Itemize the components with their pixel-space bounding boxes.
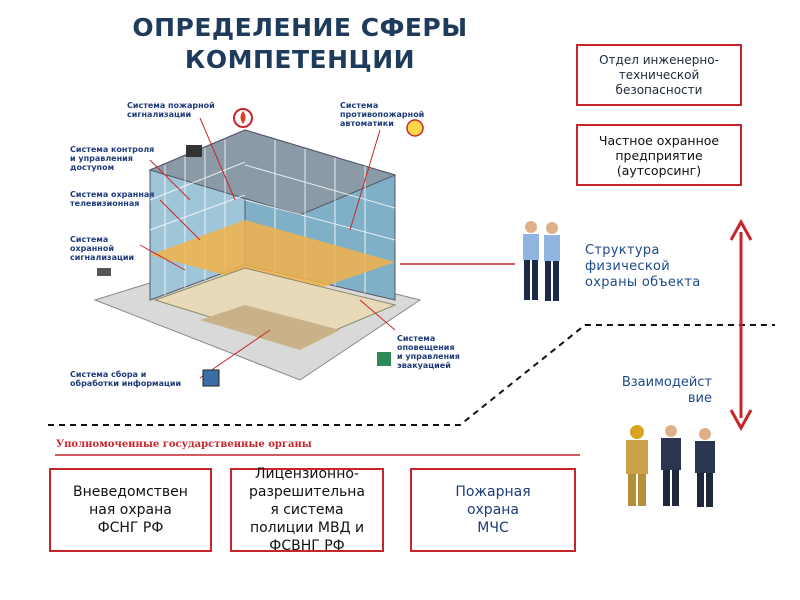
title-line-2: КОМПЕТЕНЦИИ — [184, 45, 416, 74]
camera-icon — [97, 268, 111, 276]
label-evacuation-line4: эвакуацией — [397, 361, 451, 370]
label-evacuation-line3: и управления — [397, 352, 460, 361]
label-security-alarm: Система охранной сигнализации — [70, 235, 134, 262]
interaction-label: Взаимодейст вие — [590, 375, 712, 407]
label-fire-automation: Система противопожарной автоматики — [340, 101, 424, 128]
physical-guard-line1: Структура — [585, 243, 660, 258]
building-illustration — [93, 108, 424, 387]
label-evacuation-line1: Система — [397, 334, 436, 343]
engineering-line1: Отдел инженерно- — [599, 52, 719, 67]
evacuation-icon — [377, 352, 391, 366]
fire-and-police-icon — [626, 425, 715, 507]
label-access-control-line1: Система контроля — [70, 145, 155, 154]
label-access-control-line3: доступом — [70, 163, 115, 172]
fire-guard-box: Пожарная охрана МЧС — [410, 468, 576, 552]
label-info: Система сбора и обработки информации — [70, 370, 181, 388]
label-evacuation: Система оповещения и управления эвакуаци… — [397, 334, 460, 370]
label-security-alarm-line2: охранной — [70, 244, 114, 253]
label-cctv: Система охранная телевизионная — [70, 190, 154, 208]
label-security-alarm-line1: Система — [70, 235, 109, 244]
interaction-line2: вие — [687, 391, 712, 406]
box2-line2: разрешительна — [248, 484, 366, 500]
label-fire-automation-line2: противопожарной — [340, 110, 425, 119]
box3-line3: МЧС — [477, 520, 509, 536]
gov-authorities-label: Уполномоченные государственные органы — [56, 439, 312, 450]
label-cctv-line2: телевизионная — [70, 199, 140, 208]
box3-line1: Пожарная — [455, 484, 531, 500]
box1-line2: ная охрана — [89, 502, 172, 518]
interaction-arrow — [729, 218, 753, 432]
label-info-line2: обработки информации — [70, 379, 182, 388]
sprinkler-icon — [406, 119, 424, 137]
engineering-line3: безопасности — [615, 82, 703, 97]
label-access-control: Система контроля и управления доступом — [70, 145, 154, 172]
label-security-alarm-line3: сигнализации — [70, 253, 135, 262]
page-title: ОПРЕДЕЛЕНИЕ СФЕРЫ КОМПЕТЕНЦИИ — [105, 12, 495, 76]
private-line1: Частное охранное — [598, 132, 720, 148]
engineering-line2: технической — [618, 67, 700, 82]
physical-guard-label: Структура физической охраны объекта — [585, 243, 725, 291]
interaction-line1: Взаимодейст — [621, 375, 712, 390]
label-fire-alarm-line1: Система пожарной — [127, 101, 215, 110]
monitor-icon — [202, 369, 220, 387]
engineering-dept-box: Отдел инженерно- технической безопасност… — [576, 44, 742, 106]
fsng-guard-box: Вневедомствен ная охрана ФСНГ РФ — [49, 468, 212, 552]
physical-guard-line3: охраны объекта — [585, 275, 701, 290]
licensing-system-box: Лицензионно- разрешительна я система пол… — [230, 466, 384, 554]
box1-line1: Вневедомствен — [73, 484, 188, 500]
private-security-box: Частное охранное предприятие (аутсорсинг… — [576, 124, 742, 186]
private-line2: предприятие — [615, 147, 703, 163]
box2-line3: я система — [270, 502, 344, 518]
label-access-control-line2: и управления — [70, 154, 133, 163]
label-evacuation-line2: оповещения — [397, 343, 455, 352]
box2-line5: ФСВНГ РФ — [269, 538, 345, 554]
box3-line2: охрана — [466, 502, 520, 518]
title-line-1: ОПРЕДЕЛЕНИЕ СФЕРЫ — [132, 13, 468, 42]
box2-line1: Лицензионно- — [255, 466, 359, 482]
private-line3: (аутсорсинг) — [616, 162, 702, 178]
box2-line4: полиции МВД и — [249, 520, 365, 536]
card-reader-icon — [186, 145, 202, 157]
label-fire-alarm: Система пожарной сигнализации — [127, 101, 215, 119]
security-guards-icon — [523, 221, 560, 301]
label-info-line1: Система сбора и — [70, 370, 147, 379]
label-fire-automation-line3: автоматики — [340, 119, 394, 128]
label-fire-automation-line1: Система — [340, 101, 379, 110]
box1-line3: ФСНГ РФ — [97, 520, 164, 536]
label-cctv-line1: Система охранная — [70, 190, 155, 199]
label-fire-alarm-line2: сигнализации — [127, 110, 192, 119]
physical-guard-line2: физической — [585, 259, 671, 274]
